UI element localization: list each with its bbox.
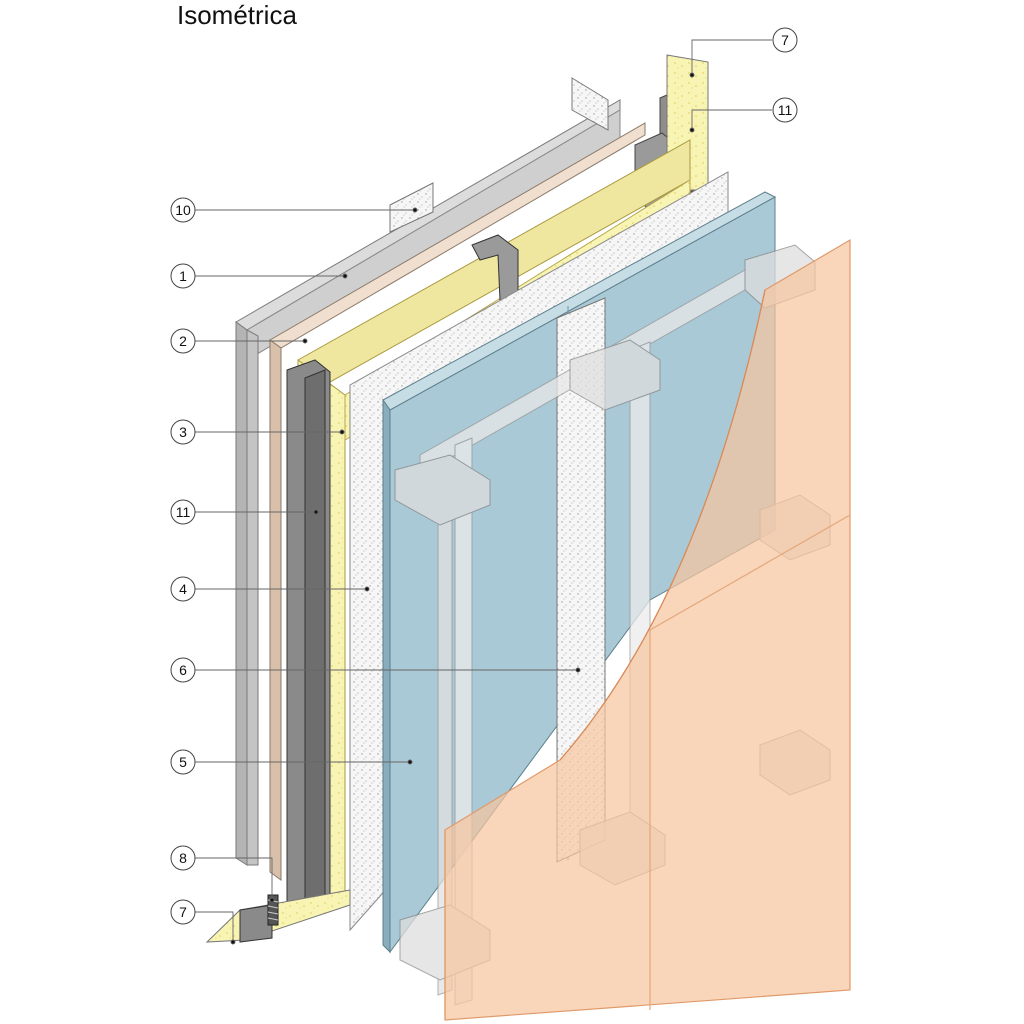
leader-c7-top <box>691 39 772 75</box>
svg-text:5: 5 <box>179 754 187 770</box>
svg-text:1: 1 <box>179 268 187 284</box>
callout-c2: 2 <box>170 328 196 354</box>
svg-text:2: 2 <box>179 333 187 349</box>
callout-c7-bottom: 7 <box>170 899 196 925</box>
svg-text:11: 11 <box>176 504 191 520</box>
callout-c7-top: 7 <box>772 27 798 53</box>
page-title: Isométrica <box>177 0 297 30</box>
callout-c11-mid: 11 <box>170 499 196 525</box>
leader-lines <box>195 39 772 945</box>
callout-c11-top: 11 <box>772 97 798 123</box>
svg-text:3: 3 <box>179 424 187 440</box>
layer-sheathing-board <box>269 122 646 881</box>
svg-text:4: 4 <box>179 581 187 597</box>
leader-c8 <box>195 857 273 900</box>
callout-c6: 6 <box>170 657 196 683</box>
svg-text:7: 7 <box>179 904 187 920</box>
callout-c1: 1 <box>170 263 196 289</box>
leader-c7-bottom <box>195 911 234 942</box>
callout-c3: 3 <box>170 419 196 445</box>
svg-text:6: 6 <box>179 662 187 678</box>
callout-c8: 8 <box>170 845 196 871</box>
callout-c4: 4 <box>170 576 196 602</box>
callout-c10: 10 <box>170 197 196 223</box>
callout-c5: 5 <box>170 749 196 775</box>
svg-text:11: 11 <box>778 102 793 118</box>
layer-concrete-wall <box>235 77 621 866</box>
svg-text:10: 10 <box>175 202 191 218</box>
leader-c11-top <box>691 109 772 130</box>
svg-text:7: 7 <box>781 32 789 48</box>
facade-cladding-panel <box>444 238 851 1021</box>
svg-text:8: 8 <box>179 850 187 866</box>
